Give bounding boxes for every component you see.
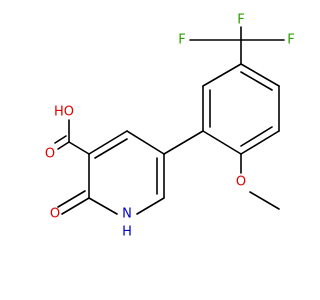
methoxy-oxygen-label: O: [236, 175, 246, 190]
fluorine-top-label: F: [237, 13, 244, 28]
hydroxyl-label: HO: [54, 105, 74, 120]
atom-labels: HO O O N H O F F F: [45, 13, 295, 240]
bond-cooh-o: [57, 141, 70, 150]
bond-c5-aryl: [163, 130, 204, 155]
ring-nh-hydrogen-label: H: [122, 225, 132, 240]
bond-cooh-o-double: [54, 135, 67, 144]
bond-ar6-ar1: [202, 130, 242, 155]
bonds: [54, 26, 285, 215]
bond-c2-o-double: [57, 190, 86, 208]
bond-o-ch3: [249, 191, 280, 210]
structure-diagram: HO O O N H O F F F: [45, 13, 295, 240]
carbonyl-oxygen-label: O: [45, 147, 55, 162]
bond-c2-o: [61, 197, 90, 215]
bond-ar3-ar4-double: [240, 71, 273, 91]
ring-carbonyl-oxygen-label: O: [50, 207, 60, 222]
bond-ar5-ar6: [240, 130, 280, 155]
bond-c4-c5: [126, 130, 165, 155]
fluorine-left-label: F: [178, 33, 185, 48]
bond-c6-n1: [136, 197, 165, 215]
ring-nitrogen-label: N: [122, 207, 132, 222]
bond-n1-c2: [88, 197, 118, 215]
molecule-drawing: HO O O N H O F F F: [45, 13, 295, 240]
bond-c3-c4: [88, 130, 128, 155]
fluorine-right-label: F: [287, 33, 294, 48]
bond-ar3-ar4: [240, 63, 280, 87]
bond-ar2-ar3: [202, 63, 242, 87]
bond-ar5-ar6-double: [240, 126, 273, 147]
bond-c3-cooh: [68, 141, 90, 155]
bond-c3-c4-double: [94, 138, 128, 159]
